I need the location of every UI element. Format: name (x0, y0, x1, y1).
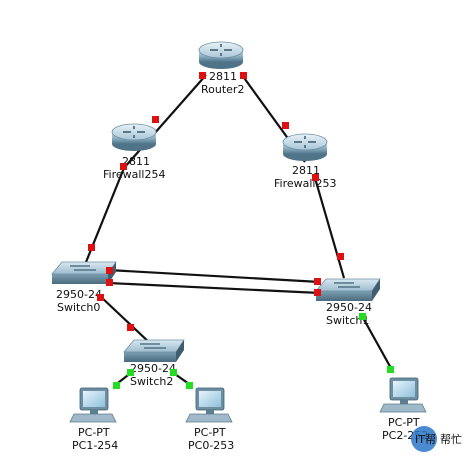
pc-pc1-254[interactable] (69, 387, 117, 423)
link-light-down (282, 122, 289, 129)
link-switch0-switch2[interactable] (99, 295, 153, 346)
link-firewall253-switch1[interactable] (313, 177, 346, 279)
link-switch1-pc2[interactable] (361, 315, 393, 371)
switch0-name-label: Switch0 (57, 301, 100, 314)
pc1-model-label: PC-PT (78, 426, 110, 439)
link-light-down (152, 116, 159, 123)
link-router2-firewall254[interactable] (123, 74, 207, 169)
switch2-name-label: Switch2 (130, 375, 173, 388)
link-light-down (337, 253, 344, 260)
link-switch0-switch1-b[interactable] (107, 281, 321, 295)
link-status-lights (88, 72, 394, 389)
switch-switch2[interactable] (123, 339, 185, 362)
pc-pc0-253[interactable] (185, 387, 233, 423)
link-light-up (359, 313, 366, 320)
pc1-name-label: PC1-254 (72, 439, 118, 452)
link-light-down (97, 294, 104, 301)
pc-pc2-252[interactable] (379, 377, 427, 413)
firewall253-name-label: Firewall253 (274, 177, 336, 190)
switch-arrows-icon (334, 282, 360, 288)
link-light-down (314, 289, 321, 296)
link-light-up (170, 369, 177, 376)
switch-switch0[interactable] (51, 261, 117, 284)
link-light-down (314, 278, 321, 285)
link-light-down (240, 72, 247, 79)
switch1-name-label: Switch1 (326, 314, 369, 327)
watermark-logo: IT帮 帮忙 (411, 426, 462, 452)
link-light-up (127, 369, 134, 376)
link-light-down (106, 279, 113, 286)
firewall254-name-label: Firewall254 (103, 168, 165, 181)
pc2-model-label: PC-PT (388, 416, 420, 429)
pc0-name-label: PC0-253 (188, 439, 234, 452)
link-light-up (113, 382, 120, 389)
router-arrows-icon (210, 44, 232, 56)
link-light-down (88, 244, 95, 251)
link-light-up (186, 382, 193, 389)
link-light-down (127, 324, 134, 331)
router-arrows-icon (123, 126, 145, 138)
link-light-down (312, 174, 319, 181)
router-arrows-icon (294, 136, 316, 148)
switch1-model-label: 2950-24 (326, 301, 372, 314)
router2-model-label: 2811 (209, 70, 237, 83)
svg-text:IT帮: IT帮 (415, 433, 436, 446)
svg-text:帮忙: 帮忙 (440, 432, 462, 446)
link-firewall254-switch0[interactable] (80, 167, 126, 273)
link-light-down (199, 72, 206, 79)
link-light-up (387, 366, 394, 373)
link-light-down (106, 267, 113, 274)
pc0-model-label: PC-PT (194, 426, 226, 439)
firewall253-model-label: 2811 (292, 164, 320, 177)
cables (80, 74, 393, 387)
router-firewall254[interactable] (111, 123, 157, 151)
switch-arrows-icon (140, 343, 166, 349)
link-switch0-switch1-a[interactable] (107, 268, 321, 284)
router-firewall253[interactable] (282, 133, 328, 161)
router-router2[interactable] (198, 41, 244, 69)
switch0-model-label: 2950-24 (56, 288, 102, 301)
switch-arrows-icon (70, 265, 96, 271)
router2-name-label: Router2 (201, 83, 244, 96)
switch-switch1[interactable] (315, 278, 381, 301)
firewall254-model-label: 2811 (122, 155, 150, 168)
switch2-model-label: 2950-24 (130, 362, 176, 375)
link-light-down (120, 163, 127, 170)
